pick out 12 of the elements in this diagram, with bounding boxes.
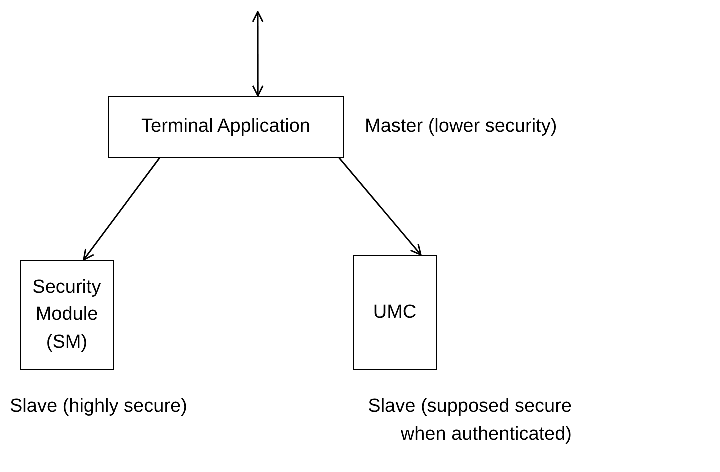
arrow [338,158,422,256]
process-box [20,260,114,370]
node-label: Security Module (SM) [32,276,102,355]
process-box [108,96,344,158]
node-label: Terminal Application [142,115,310,140]
role-caption: Master (lower security) [365,115,558,139]
role-caption: Slave (highly secure) [10,395,188,419]
node-label: UMC [373,300,417,325]
arrow [252,11,264,97]
arrow [83,158,161,261]
process-box [353,255,437,370]
role-caption: Slave (supposed secure when authenticated) [367,395,572,447]
